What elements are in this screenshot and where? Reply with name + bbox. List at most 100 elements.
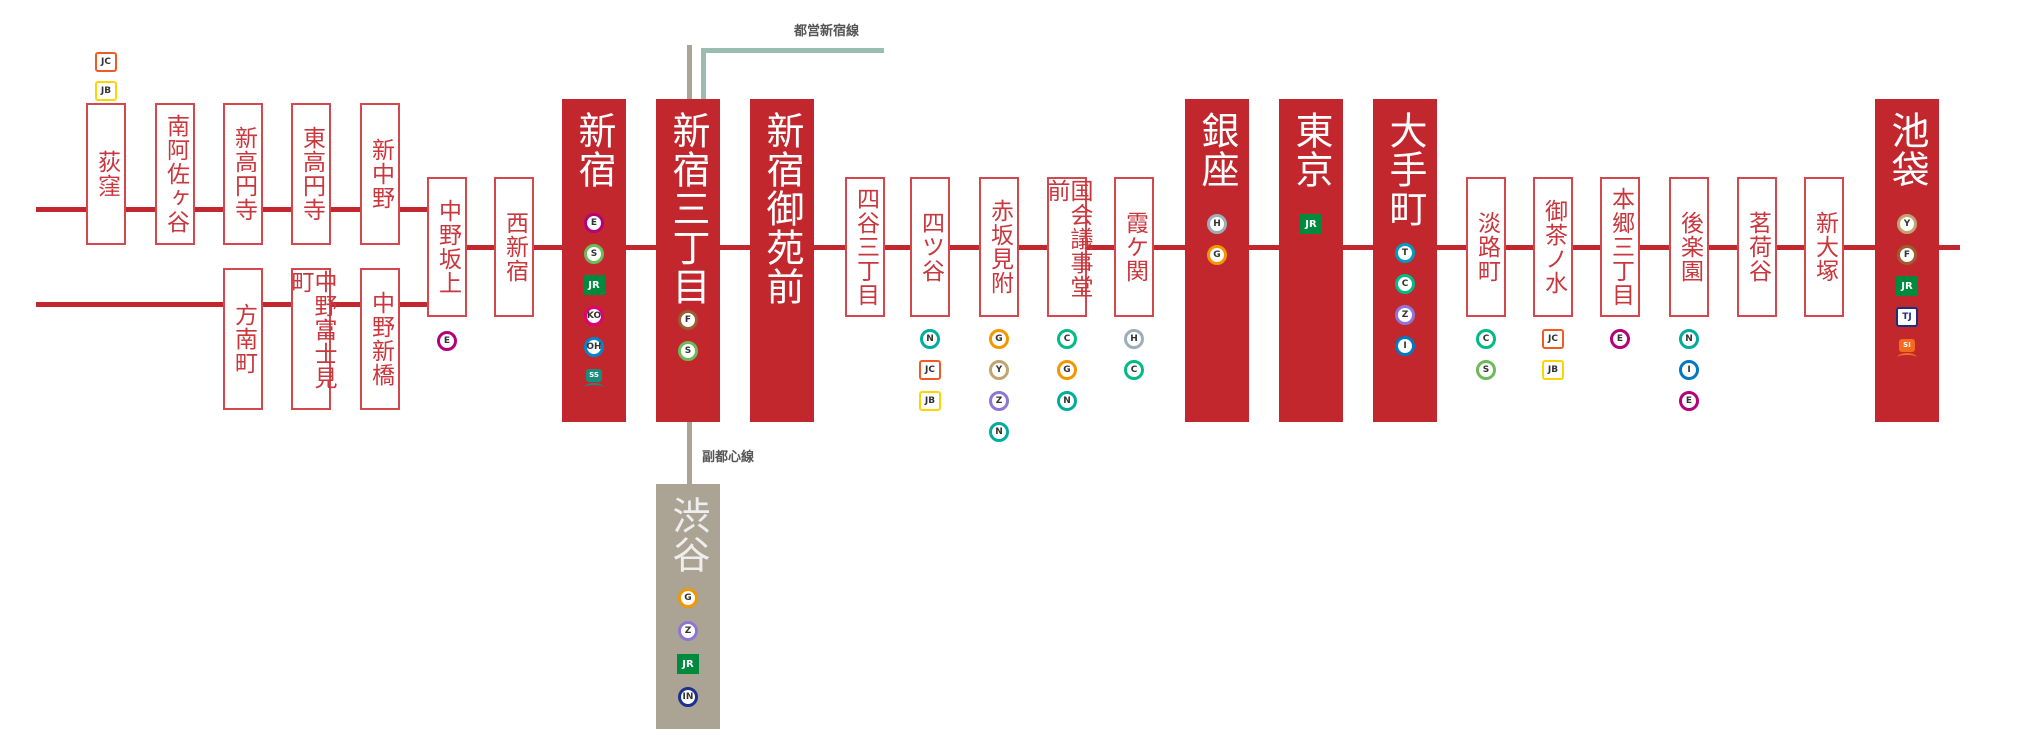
toei-shinjuku-line-vertical [701,48,706,100]
fukutoshin-line-upper [687,45,692,101]
station-name: 荻窪 [93,150,120,198]
line-badge-icon: Z [1395,305,1415,325]
line-badge-icon: KO [584,306,604,326]
station-box: 新中野 [360,103,400,245]
station-box: 国会議事堂前 [1043,177,1092,317]
station-box: 本郷三丁目 [1600,177,1640,317]
line-badge-icon: Y [989,360,1009,380]
station-name: 方南町 [230,303,257,375]
line-badge-icon: JC [95,52,117,72]
line-badge-icon: F [678,310,698,330]
station-box: 御茶ノ水 [1533,177,1573,317]
station-box: 中野坂上 [427,177,467,317]
toei-shinjuku-line-label: 都営新宿線 [794,24,860,39]
line-badge-icon: H [1207,214,1227,234]
line-badge-icon: I [1395,336,1415,356]
fukutoshin-line-label: 副都心線 [702,450,755,465]
train-legs [584,382,604,392]
station-box: 荻窪 [86,103,126,245]
train-line-icon: SI [1896,338,1918,362]
station-name: 大手町 [1383,111,1427,228]
station-box: 新高円寺 [223,103,263,245]
fukutoshin-line-lower [687,420,692,486]
line-badge-icon: JR [583,275,605,295]
line-badge-icon: N [1057,391,1077,411]
station-box: 池袋 [1875,99,1939,422]
station-name: 中野富士見町 [287,270,336,390]
station-name: 茗荷谷 [1744,211,1771,283]
line-badge-icon: E [1610,329,1630,349]
line-badge-icon: TJ [1896,307,1918,327]
line-badge-icon: JR [677,654,699,674]
station-box: 新大塚 [1804,177,1844,317]
line-badge-icon: H [1124,329,1144,349]
train-legs [1897,352,1917,362]
station-name: 新高円寺 [230,126,257,222]
station-box: 東高円寺 [291,103,331,245]
line-badge-icon: S [584,244,604,264]
station-box: 新宿御苑前 [750,99,814,422]
toei-shinjuku-line-horizontal [701,48,884,53]
line-badge-icon: F [1897,245,1917,265]
station-name: 西新宿 [501,211,528,283]
line-badge-icon: C [1395,274,1415,294]
station-box: 四ツ谷 [910,177,950,317]
line-badge-icon: G [678,588,698,608]
station-box: 四谷三丁目 [845,177,885,317]
line-badge-icon: N [1679,329,1699,349]
station-box: 新宿三丁目 [656,99,720,422]
station-name: 銀座 [1195,111,1239,189]
station-name: 本郷三丁目 [1607,187,1634,307]
station-name: 池袋 [1885,111,1929,189]
station-name: 御茶ノ水 [1540,199,1567,295]
station-name: 赤坂見附 [986,199,1013,295]
train-line-icon: SS [583,368,605,392]
station-name: 新宿御苑前 [760,111,804,306]
station-name: 中野坂上 [434,199,461,295]
station-name: 後楽園 [1676,211,1703,283]
station-name: 新中野 [367,138,394,210]
station-box: 中野新橋 [360,268,400,410]
station-box: 銀座 [1185,99,1249,422]
station-name: 四谷三丁目 [852,187,879,307]
line-badge-icon: C [1124,360,1144,380]
line-badge-icon: IN [678,687,698,707]
station-box: 方南町 [223,268,263,410]
station-name: 南阿佐ヶ谷 [162,114,189,234]
line-badge-icon: G [1057,360,1077,380]
station-name: 新大塚 [1811,211,1838,283]
line-badge-icon: G [989,329,1009,349]
station-box: 東京 [1279,99,1343,422]
line-badge-icon: JC [1542,329,1564,349]
station-box: 霞ケ関 [1114,177,1154,317]
station-name: 新宿三丁目 [666,111,710,306]
station-box: 後楽園 [1669,177,1709,317]
line-badge-icon: E [1679,391,1699,411]
station-name: 四ツ谷 [917,211,944,283]
line-badge-icon: N [920,329,940,349]
line-badge-icon: Y [1897,214,1917,234]
station-box: 茗荷谷 [1737,177,1777,317]
line-code: SS [586,368,602,382]
line-badge-icon: JB [919,391,941,411]
line-badge-icon: JB [1542,360,1564,380]
station-box: 中野富士見町 [287,268,336,410]
line-badge-icon: N [989,422,1009,442]
station-name: 中野新橋 [367,291,394,387]
station-name: 淡路町 [1473,211,1500,283]
line-badge-icon: Z [678,621,698,641]
line-badge-icon: C [1057,329,1077,349]
station-name: 東京 [1289,111,1333,189]
station-box: 赤坂見附 [979,177,1019,317]
station-box: 西新宿 [494,177,534,317]
line-badge-icon: G [1207,245,1227,265]
station-name: 霞ケ関 [1121,211,1148,283]
line-badge-icon: T [1395,243,1415,263]
line-badge-icon: JC [919,360,941,380]
station-name: 東高円寺 [298,126,325,222]
line-badge-icon: S [678,341,698,361]
line-badge-icon: Z [989,391,1009,411]
line-badge-icon: C [1476,329,1496,349]
station-box: 淡路町 [1466,177,1506,317]
line-code: SI [1899,338,1915,352]
